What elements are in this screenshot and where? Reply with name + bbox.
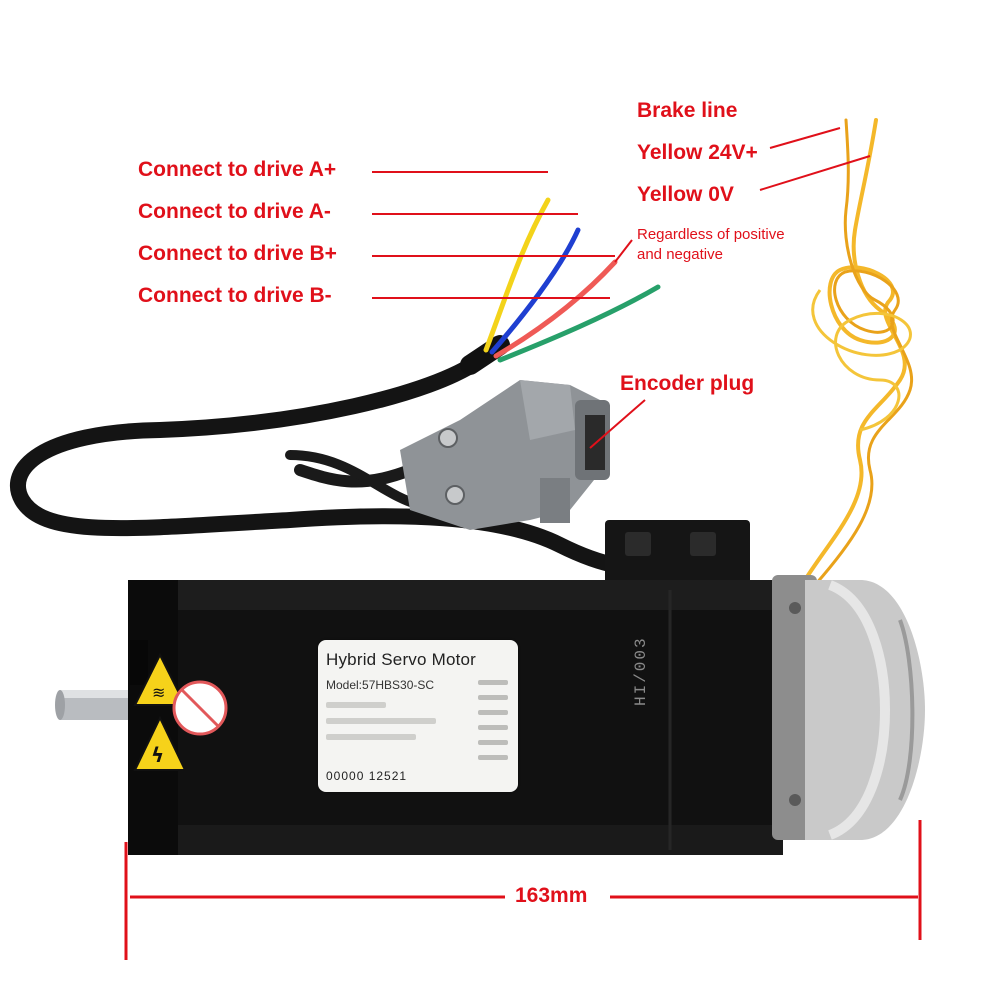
label-a-minus: Connect to drive A- [138, 200, 331, 223]
svg-text:≋: ≋ [152, 683, 165, 702]
nameplate-pin-line [478, 710, 508, 715]
wire-yellow [483, 197, 551, 353]
annotation-lines [372, 127, 871, 449]
label-brake-line: Brake line [637, 99, 738, 122]
nameplate-title: Hybrid Servo Motor [326, 650, 477, 669]
label-encoder-plug: Encoder plug [620, 372, 755, 395]
encoder-cable [294, 464, 416, 488]
nameplate-pin-line [478, 695, 508, 700]
dimension-163mm [124, 820, 922, 960]
brake-housing [805, 580, 925, 840]
nameplate-serial: 00000 12521 [326, 769, 408, 783]
label-b-minus: Connect to drive B- [138, 284, 332, 307]
nameplate-pin-line [478, 740, 508, 745]
nameplate-text-line [326, 702, 386, 708]
nameplate-pin-line [478, 755, 508, 760]
brake-wire-loop [811, 289, 912, 432]
nameplate-pin-line [478, 725, 508, 730]
wire-red [493, 259, 618, 359]
electric-warning-icon [133, 715, 187, 771]
cable-loop [10, 352, 668, 576]
encoder-cable-2 [285, 450, 425, 510]
label-polarity-note-1: Regardless of positive [637, 226, 785, 243]
svg-text:ϟ: ϟ [151, 743, 164, 767]
brake-wire-2 [813, 118, 914, 587]
label-polarity-note-2: and negative [637, 246, 723, 263]
wire-blue [489, 227, 581, 355]
brand-mark: HI/003 [632, 636, 650, 706]
label-a-plus: Connect to drive A+ [138, 158, 337, 181]
nameplate-model: Model:57HBS30-SC [326, 678, 435, 692]
nameplate-text-line [326, 718, 436, 724]
encoder-connector [400, 380, 610, 530]
label-yellow-0v: Yellow 0V [637, 183, 734, 206]
label-b-plus: Connect to drive B+ [138, 242, 337, 265]
motor-nameplate: Hybrid Servo Motor Model:57HBS30-SC 0000… [318, 640, 518, 792]
label-length: 163mm [515, 884, 588, 907]
nameplate-pin-line [478, 680, 508, 685]
wire-green [497, 284, 661, 363]
hot-surface-warning-icon [133, 652, 187, 706]
label-yellow-24v: Yellow 24V+ [637, 141, 758, 164]
brake-wire [803, 118, 907, 582]
nameplate-text-line [326, 734, 416, 740]
